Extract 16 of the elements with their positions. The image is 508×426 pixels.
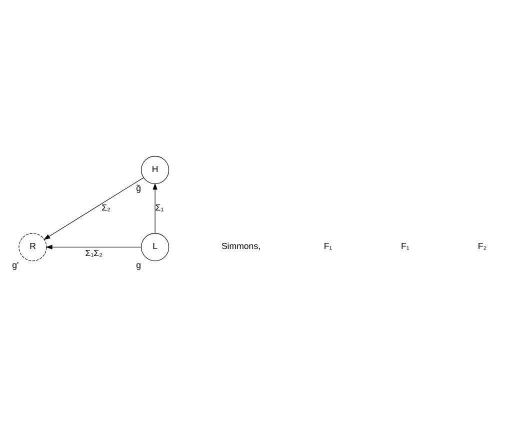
- arrow: [43, 176, 144, 240]
- node-circle: H: [140, 155, 169, 184]
- node-circle: L: [140, 232, 169, 261]
- node-label: g': [12, 259, 18, 270]
- label: F₁: [323, 240, 332, 251]
- edge-label: Σ₁Σ₂: [84, 247, 102, 258]
- node-circle: R: [18, 232, 46, 261]
- arrow: [152, 182, 157, 234]
- arrow: [45, 244, 141, 249]
- edge-label: Σ₂: [101, 202, 110, 212]
- label: F₁: [400, 240, 409, 251]
- edge-label: Σ₁: [154, 202, 164, 212]
- label: Simmons,: [220, 240, 260, 251]
- label: F₂: [477, 240, 486, 251]
- node-label: g: [136, 259, 140, 270]
- node-label: g̃: [136, 182, 140, 192]
